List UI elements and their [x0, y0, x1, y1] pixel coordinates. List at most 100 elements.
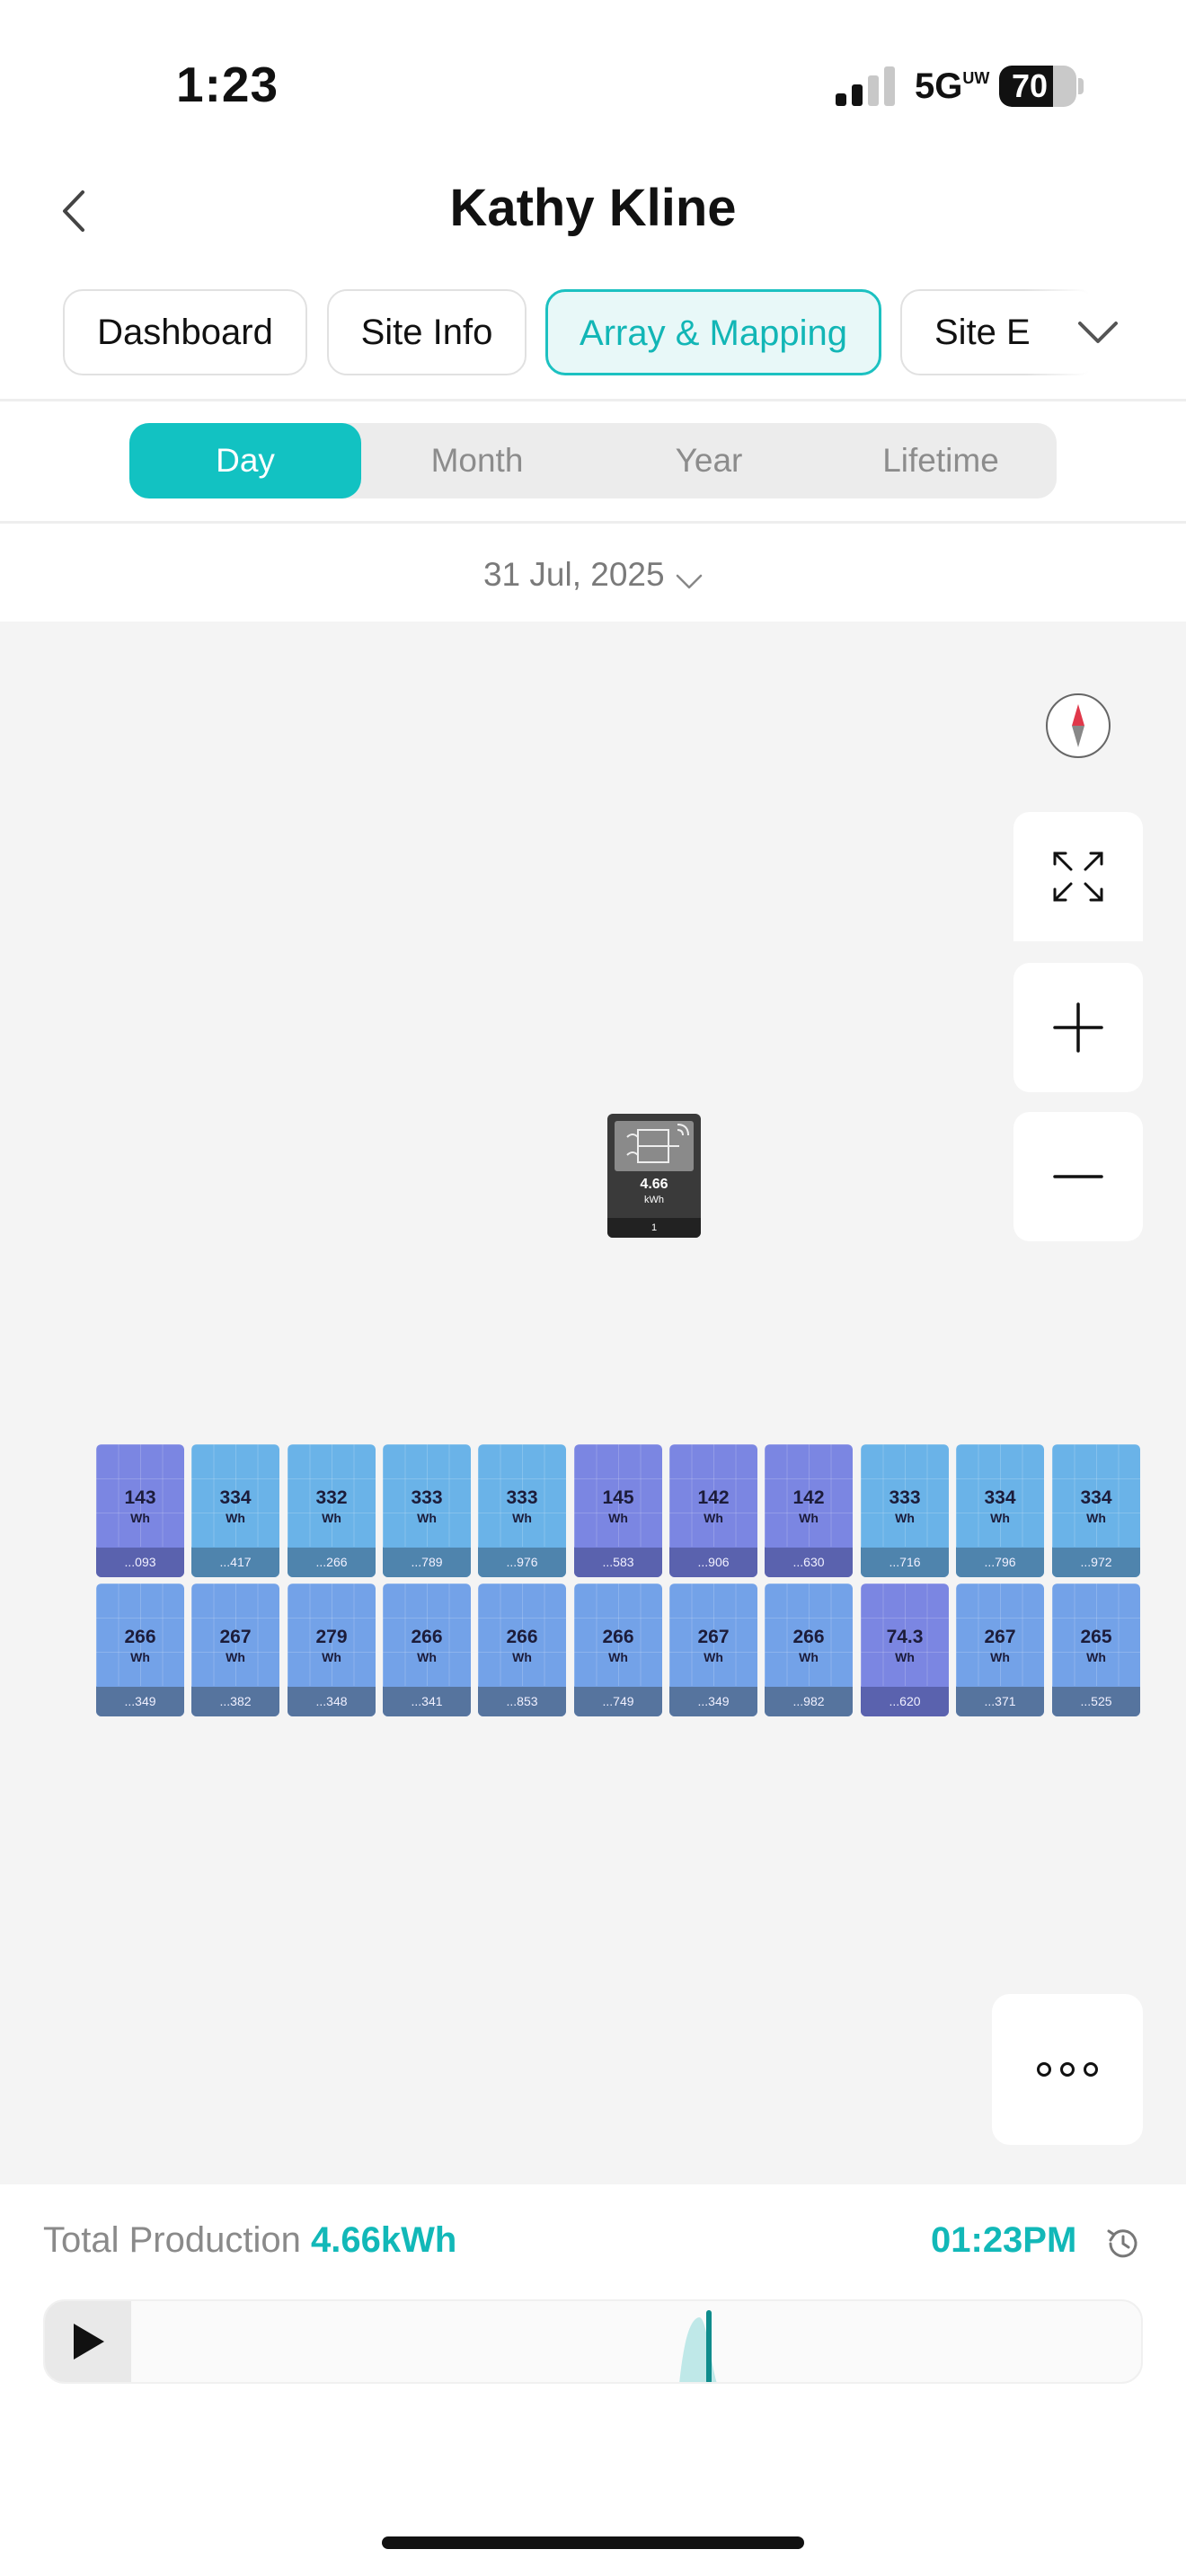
panel-cell-grid [478, 1584, 566, 1686]
more-options-button[interactable] [992, 1994, 1143, 2145]
play-icon [74, 2324, 104, 2360]
panel-value: 332 [315, 1487, 348, 1508]
panel-id: ...906 [669, 1548, 757, 1577]
panel-unit: Wh [1086, 1650, 1106, 1664]
panel-cell-grid [669, 1584, 757, 1686]
panel-value: 142 [792, 1487, 825, 1508]
more-dot [1060, 2062, 1075, 2077]
inverter-tile[interactable]: 4.66 kWh 1 [607, 1114, 701, 1238]
panel-cell-grid [288, 1444, 376, 1547]
panel-cell-grid [765, 1444, 853, 1547]
play-button[interactable] [45, 2301, 131, 2382]
panel-value: 266 [602, 1627, 634, 1647]
panel-id: ...382 [191, 1687, 279, 1716]
panel-cell-grid [574, 1444, 662, 1547]
panel-cell-grid [191, 1444, 279, 1547]
panel-cell-grid [1052, 1584, 1140, 1686]
panel-unit: Wh [130, 1650, 150, 1664]
panel-id: ...417 [191, 1548, 279, 1577]
period-day[interactable]: Day [129, 423, 361, 498]
tab-dashboard[interactable]: Dashboard [63, 289, 307, 375]
tab-site-info[interactable]: Site Info [327, 289, 527, 375]
timeline-handle[interactable] [706, 2310, 712, 2382]
panel-unit: Wh [608, 1511, 628, 1525]
panel-unit: Wh [895, 1511, 915, 1525]
date-picker[interactable]: 31 Jul, 2025 [0, 530, 1186, 620]
production-sheet: Total Production 4.66kWh 01:23PM [0, 2184, 1186, 2576]
panel-cell-grid [861, 1584, 949, 1686]
battery-fill [999, 66, 1054, 107]
chevron-down-icon[interactable] [1076, 316, 1120, 348]
chevron-down-icon [676, 574, 703, 589]
compass-icon[interactable] [1044, 692, 1112, 760]
panel-value: 334 [984, 1487, 1016, 1508]
panel-id: ...789 [383, 1548, 471, 1577]
panel-unit: Wh [322, 1511, 341, 1525]
panel-id: ...093 [96, 1548, 184, 1577]
signal-icon [836, 65, 895, 106]
panel-unit: Wh [704, 1511, 723, 1525]
panel-value: 334 [219, 1487, 252, 1508]
tab-array-mapping[interactable]: Array & Mapping [545, 289, 881, 375]
panel-cell-grid [96, 1444, 184, 1547]
period-year[interactable]: Year [675, 442, 743, 479]
panel-unit: Wh [990, 1650, 1010, 1664]
panel-id: ...716 [861, 1548, 949, 1577]
back-chevron-icon[interactable] [58, 189, 93, 234]
panel-value: 334 [1080, 1487, 1112, 1508]
panel-unit: Wh [799, 1650, 819, 1664]
period-month[interactable]: Month [430, 442, 524, 479]
network-sub-label: UW [962, 69, 990, 87]
panel-value: 333 [411, 1487, 443, 1508]
panel-value: 74.3 [886, 1627, 924, 1647]
panel-value: 267 [984, 1627, 1016, 1647]
panel-cell-grid [956, 1584, 1044, 1686]
panel-value: 266 [411, 1627, 443, 1647]
total-production-label: Total Production [43, 2220, 301, 2260]
history-icon[interactable] [1103, 2224, 1143, 2263]
panel-id: ...341 [383, 1687, 471, 1716]
panel-unit: Wh [1086, 1511, 1106, 1525]
panel-unit: Wh [704, 1650, 723, 1664]
network-indicator: 5GUW [915, 66, 989, 107]
page-title: Kathy Kline [449, 179, 737, 237]
period-lifetime[interactable]: Lifetime [882, 442, 999, 479]
panel-id: ...371 [956, 1687, 1044, 1716]
array-map[interactable] [0, 622, 1186, 2184]
plus-icon [1053, 1002, 1103, 1053]
panel-id: ...525 [1052, 1687, 1140, 1716]
panel-unit: Wh [322, 1650, 341, 1664]
panel-unit: Wh [226, 1650, 245, 1664]
fullscreen-button[interactable] [1013, 812, 1143, 941]
panel-id: ...266 [288, 1548, 376, 1577]
inverter-unit: kWh [644, 1195, 664, 1205]
panel-unit: Wh [608, 1650, 628, 1664]
panel-cell-grid [288, 1584, 376, 1686]
zoom-out-button[interactable] [1013, 1112, 1143, 1241]
zoom-in-button[interactable] [1013, 963, 1143, 1092]
date-label: 31 Jul, 2025 [482, 556, 665, 593]
timeline-scrubber[interactable] [43, 2299, 1143, 2384]
